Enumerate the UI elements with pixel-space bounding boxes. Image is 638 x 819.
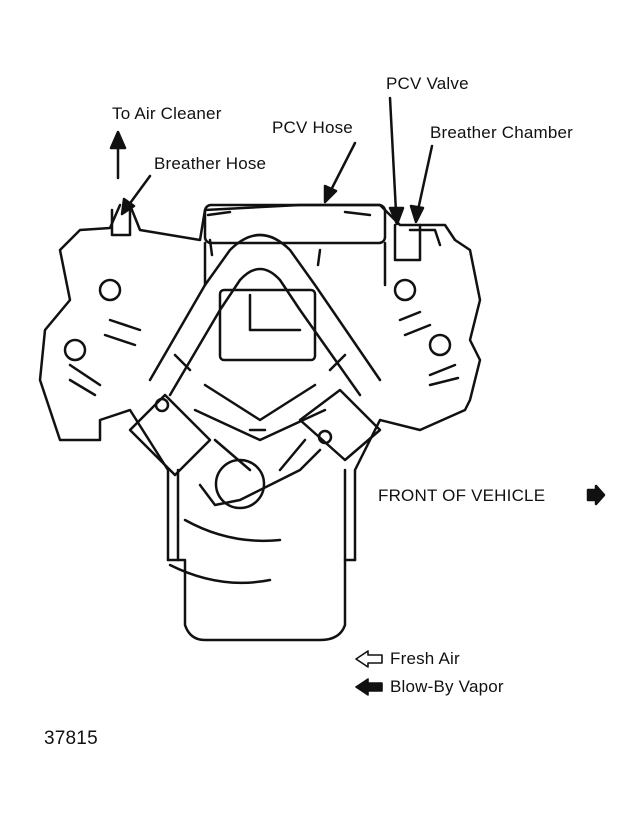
fresh-air-arrow-icon xyxy=(355,650,383,668)
figure-number: 37815 xyxy=(44,728,98,749)
blow-by-vapor-legend-label: Blow-By Vapor xyxy=(390,677,504,696)
pcv-valve-label: PCV Valve xyxy=(386,74,469,93)
breather-chamber-label: Breather Chamber xyxy=(430,123,574,142)
engine-cutaway xyxy=(38,203,482,642)
breather-hose-label: Breather Hose xyxy=(154,154,267,173)
blow-by-vapor-arrow-icon xyxy=(355,678,383,696)
front-arrow-icon xyxy=(586,484,606,506)
front-of-vehicle-label: FRONT OF VEHICLE xyxy=(378,486,546,505)
pcv-hose-label: PCV Hose xyxy=(272,118,353,137)
fresh-air-legend-label: Fresh Air xyxy=(390,649,460,668)
to-air-cleaner-label: To Air Cleaner xyxy=(112,104,222,123)
leader-arrows xyxy=(109,96,434,226)
